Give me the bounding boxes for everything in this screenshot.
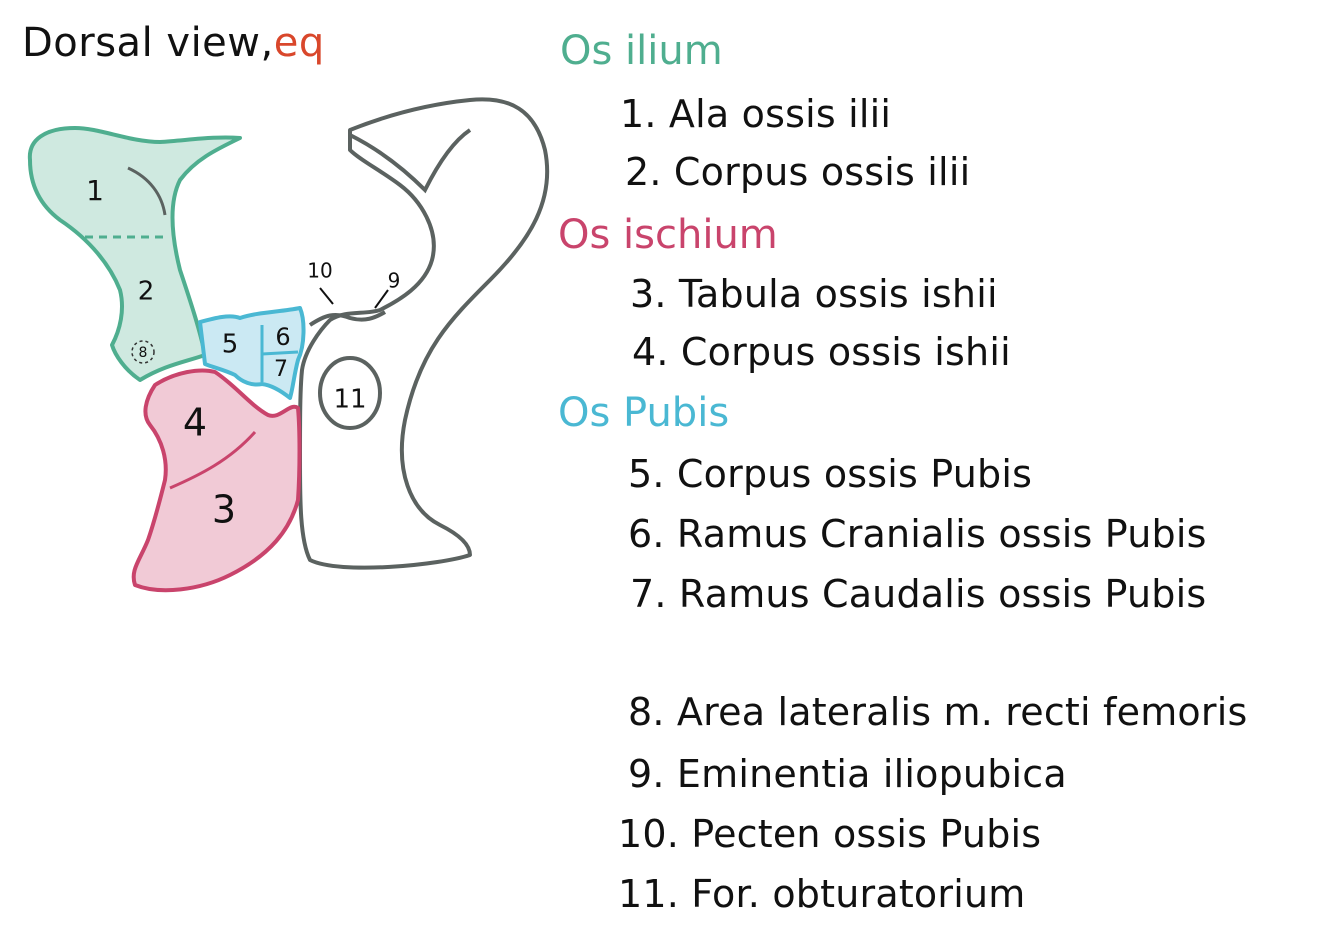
obturator-foramen <box>318 356 382 430</box>
ischium-region <box>131 368 302 593</box>
label-1: 1 <box>86 174 104 207</box>
item-5: 5. Corpus ossis Pubis <box>628 452 1033 496</box>
diagram-title: Dorsal view,eq <box>22 20 325 66</box>
item-10: 10. Pecten ossis Pubis <box>618 812 1042 856</box>
title-suffix: eq <box>273 20 325 66</box>
label-2: 2 <box>138 277 155 307</box>
title-main: Dorsal view, <box>22 20 274 66</box>
label-9: 9 <box>388 269 401 293</box>
ilium-region <box>27 126 242 382</box>
label-5: 5 <box>222 330 239 360</box>
label-3: 3 <box>212 488 236 532</box>
label-7: 7 <box>274 357 288 382</box>
area-8-circle <box>131 340 155 364</box>
arrow-10 <box>319 287 334 305</box>
label-8: 8 <box>139 345 148 361</box>
heading-os-pubis: Os Pubis <box>558 390 730 436</box>
label-4: 4 <box>183 401 207 445</box>
pelvis-diagram: 1 2 8 5 6 7 4 3 10 9 11 <box>27 97 550 593</box>
item-7: 7. Ramus Caudalis ossis Pubis <box>630 572 1207 616</box>
heading-os-ischium: Os ischium <box>558 212 778 258</box>
ilium-inner-curve <box>127 166 167 216</box>
item-4: 4. Corpus ossis ishii <box>632 330 1011 374</box>
item-2: 2. Corpus ossis ilii <box>625 150 971 194</box>
item-3: 3. Tabula ossis ishii <box>630 272 998 316</box>
label-11: 11 <box>333 385 366 415</box>
item-8: 8. Area lateralis m. recti femoris <box>628 690 1248 734</box>
pecten-line <box>308 310 387 327</box>
label-10: 10 <box>307 259 332 283</box>
item-6: 6. Ramus Cranialis ossis Pubis <box>628 512 1207 556</box>
heading-os-ilium: Os ilium <box>560 28 723 74</box>
contralateral-inner-ridge <box>349 128 472 194</box>
item-11: 11. For. obturatorium <box>618 872 1026 916</box>
item-1: 1. Ala ossis ilii <box>620 92 892 136</box>
pubis-divider-horizontal <box>261 350 299 356</box>
label-6: 6 <box>275 323 290 351</box>
item-9: 9. Eminentia iliopubica <box>628 752 1067 796</box>
arrow-9 <box>374 289 389 309</box>
pubis-region <box>198 306 306 400</box>
contralateral-hip-outline <box>298 97 550 570</box>
ischium-division <box>169 431 257 490</box>
